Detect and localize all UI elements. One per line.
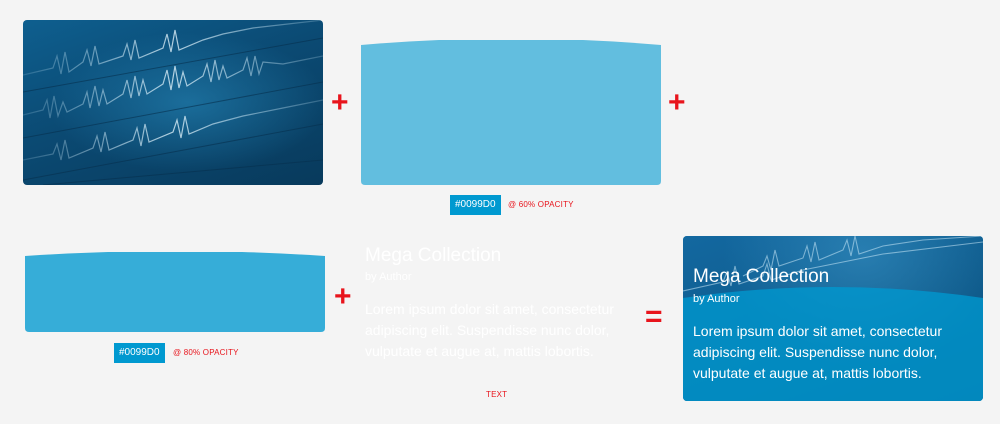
result-card-title: Mega Collection [693,266,830,287]
text-layer-caption: TEXT [486,390,508,399]
color-swatch-80: #0099D0 [114,343,165,363]
overlay-shape-80 [25,252,325,332]
result-card-author: by Author [693,293,740,305]
result-card[interactable]: Mega Collection by Author Lorem ipsum do… [683,236,983,401]
text-layer: Mega Collection by Author Lorem ipsum do… [365,245,655,362]
plus-sign-2: + [668,86,686,119]
sound-wave-graphic [23,20,323,185]
opacity-note-60: @ 60% OPACITY [508,200,574,209]
equals-sign: = [645,300,663,333]
plus-sign-3: + [334,280,352,313]
result-card-text: Mega Collection by Author Lorem ipsum do… [693,266,978,384]
text-layer-title: Mega Collection [365,245,502,266]
text-layer-body: Lorem ipsum dolor sit amet, consectetur … [365,301,614,359]
text-layer-author: by Author [365,271,412,283]
background-photo [23,20,323,185]
opacity-note-80: @ 80% OPACITY [173,348,239,357]
overlay-shape-60 [361,40,661,185]
plus-sign-1: + [331,86,349,119]
color-swatch-60: #0099D0 [450,195,501,215]
result-card-body: Lorem ipsum dolor sit amet, consectetur … [693,323,942,381]
result-card-wave-graphic [683,236,983,401]
